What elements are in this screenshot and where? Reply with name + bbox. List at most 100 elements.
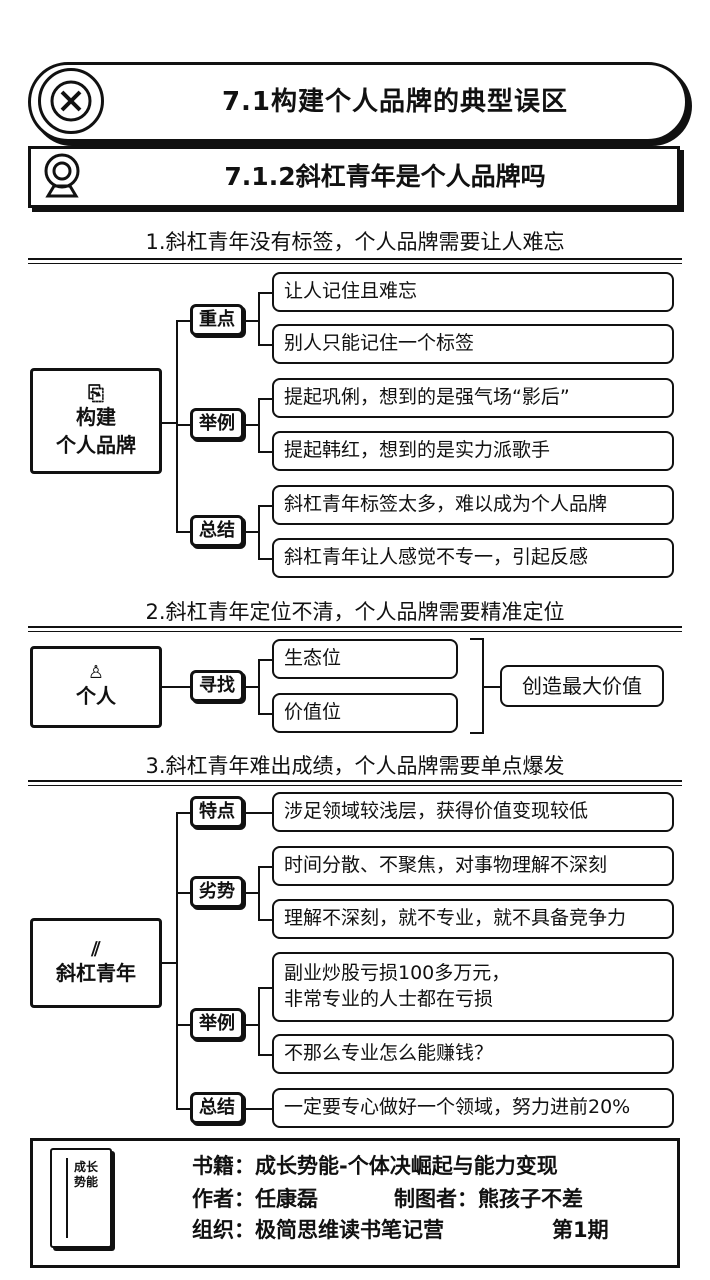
leaf-item: 别人只能记住一个标签 <box>272 324 674 364</box>
connector <box>176 531 190 533</box>
connector <box>244 812 272 814</box>
connector <box>176 320 178 532</box>
leaf-item: 提起巩俐，想到的是强气场“影后” <box>272 378 674 418</box>
connector <box>176 812 178 1108</box>
sub-banner <box>28 146 680 208</box>
divider <box>28 785 682 786</box>
leaf-item: 一定要专心做好一个领域，努力进前20% <box>272 1088 674 1128</box>
connector <box>258 292 260 344</box>
connector <box>484 686 500 688</box>
connector <box>176 320 190 322</box>
tag-example: 举例 <box>190 1008 244 1040</box>
brand-icon: ⎘ <box>88 381 104 405</box>
book-spine <box>60 1158 68 1238</box>
connector <box>176 1108 190 1110</box>
leaf-item: 提起韩红，想到的是实力派歌手 <box>272 431 674 471</box>
leaf-item: 斜杠青年标签太多，难以成为个人品牌 <box>272 485 674 525</box>
tag-summary: 总结 <box>190 515 244 547</box>
leaf-item: 生态位 <box>272 639 458 679</box>
connector <box>162 686 190 688</box>
root-label: 个人 <box>76 684 116 708</box>
footer-illustrator: 制图者：熊孩子不差 <box>394 1187 583 1211</box>
divider <box>28 626 682 628</box>
root-build-brand: ⎘ 构建 个人品牌 <box>30 368 162 474</box>
connector <box>244 1024 258 1026</box>
leaf-item: 时间分散、不聚焦，对事物理解不深刻 <box>272 846 674 886</box>
leaf-item: 价值位 <box>272 693 458 733</box>
connector <box>258 292 272 294</box>
book-cover-line2: 势能 <box>74 1175 99 1189</box>
tag-example: 举例 <box>190 408 244 440</box>
leaf-item: 不那么专业怎么能赚钱？ <box>272 1034 674 1074</box>
section1-title: 1.斜杠青年没有标签，个人品牌需要让人难忘 <box>145 230 565 254</box>
footer-org: 组织：极简思维读书笔记营 <box>192 1218 444 1242</box>
result-box: 创造最大价值 <box>500 665 664 707</box>
connector <box>162 422 176 424</box>
connector <box>244 320 258 322</box>
divider <box>28 258 682 260</box>
leaf-line: 副业炒股亏损100多万元， <box>284 962 511 985</box>
root-label-line2: 个人品牌 <box>56 433 136 457</box>
connector <box>244 531 258 533</box>
leaf-item: 斜杠青年让人感觉不专一，引起反感 <box>272 538 674 578</box>
connector <box>258 866 260 919</box>
connector <box>258 398 260 451</box>
tag-find: 寻找 <box>190 670 244 702</box>
connector <box>258 919 272 921</box>
connector <box>258 558 272 560</box>
leaf-item: 理解不深刻，就不专业，就不具备竞争力 <box>272 899 674 939</box>
leaf-item: 涉足领域较浅层，获得价值变现较低 <box>272 792 674 832</box>
tag-feature: 特点 <box>190 796 244 828</box>
connector <box>258 398 272 400</box>
main-banner <box>28 62 688 142</box>
footer-issue: 第1期 <box>552 1218 609 1242</box>
tag-summary: 总结 <box>190 1092 244 1124</box>
connector <box>258 344 272 346</box>
connector <box>162 962 176 964</box>
connector <box>244 686 258 688</box>
bracket <box>470 638 484 734</box>
divider <box>28 263 682 264</box>
close-circle-icon <box>38 68 104 134</box>
connector <box>258 451 272 453</box>
connector <box>176 812 190 814</box>
connector <box>244 892 258 894</box>
webcam-icon <box>36 150 88 202</box>
connector <box>176 892 190 894</box>
slash-lines-icon: ⫽ <box>91 937 101 961</box>
connector <box>258 713 272 715</box>
connector <box>258 987 272 989</box>
divider <box>28 631 682 632</box>
leaf-line: 非常专业的人士都在亏损 <box>284 988 494 1010</box>
connector <box>176 424 190 426</box>
book-cover-line1: 成长 <box>74 1160 99 1174</box>
section3-title: 3.斜杠青年难出成绩，个人品牌需要单点爆发 <box>145 754 565 778</box>
footer-author: 作者：任康磊 <box>192 1187 318 1211</box>
connector <box>258 505 260 558</box>
connector <box>258 659 272 661</box>
connector <box>258 987 260 1054</box>
person-icon: ♙ <box>87 662 105 683</box>
footer-panel <box>30 1138 680 1268</box>
book-cover-image: 成长 势能 <box>50 1148 112 1248</box>
leaf-item: 让人记住且难忘 <box>272 272 674 312</box>
connector <box>258 659 260 713</box>
connector <box>244 1108 272 1110</box>
tag-key-point: 重点 <box>190 304 244 336</box>
book-cover-text: 成长 势能 <box>74 1160 98 1190</box>
footer-book: 书籍：成长势能-个体决崛起与能力变现 <box>192 1154 558 1178</box>
connector <box>258 866 272 868</box>
page-title: 7.1构建个人品牌的典型误区 <box>221 87 569 117</box>
divider <box>28 780 682 782</box>
connector <box>176 1024 190 1026</box>
leaf-item-multiline: 副业炒股亏损100多万元， 非常专业的人士都在亏损 <box>272 952 674 1022</box>
connector <box>244 424 258 426</box>
root-label: 斜杠青年 <box>56 961 136 985</box>
page-subtitle: 7.1.2斜杠青年是个人品牌吗 <box>224 162 546 191</box>
root-label-line1: 构建 <box>76 405 116 429</box>
root-slash-youth: ⫽ 斜杠青年 <box>30 918 162 1008</box>
connector <box>258 505 272 507</box>
section2-title: 2.斜杠青年定位不清，个人品牌需要精准定位 <box>145 600 565 624</box>
root-person: ♙ 个人 <box>30 646 162 728</box>
tag-disadvantage: 劣势 <box>190 876 244 908</box>
